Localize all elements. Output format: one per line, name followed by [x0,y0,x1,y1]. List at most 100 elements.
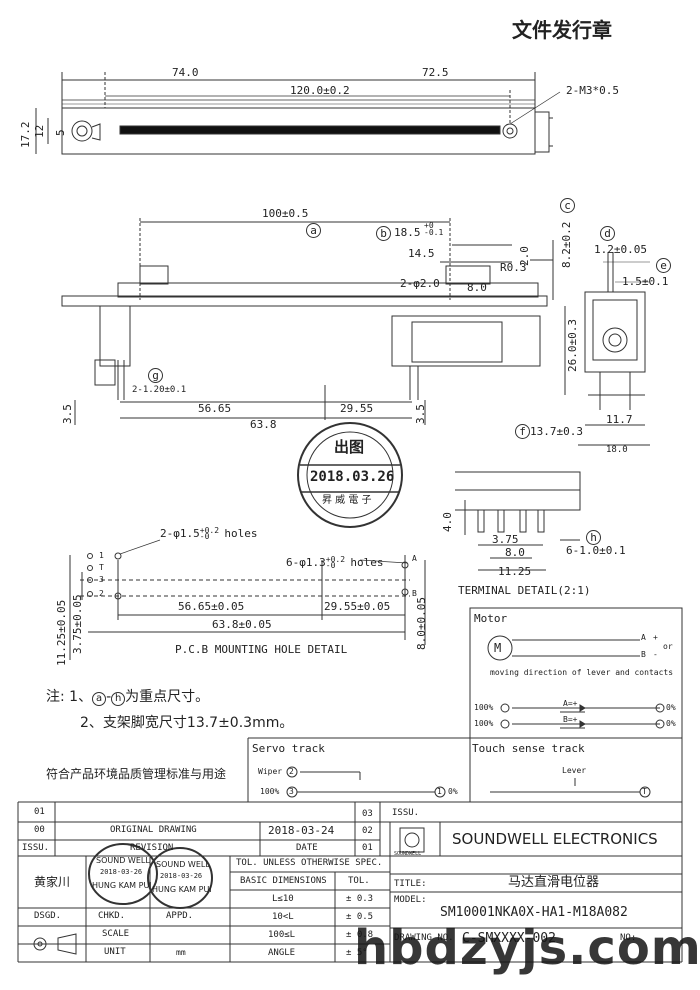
pcb-holes-2-tol: +0.2 -0 [199,526,220,541]
rev-03: 03 [362,809,373,819]
dim-1-2: 1.2±0.05 [594,243,647,256]
touch-terminal: T [642,787,647,796]
dim-18: 18.0 [606,445,628,455]
release-stamp-date: 2018.03.26 [310,469,395,485]
motor-row2-mid: B=+ [563,715,578,724]
dim-29-55: 29.55 [340,402,374,415]
term-dim-3-75: 3.75 [492,533,519,546]
pcb-holes-2-label: 2-φ1.5 [160,527,200,540]
mark-f: f [515,424,530,439]
stamp1-top: SOUND WELL [96,856,150,865]
stamp1-date: 2018-03-26 [100,868,143,876]
dim-r0-3: R0.3 [500,261,527,274]
release-stamp-company: 昇 威 電 子 [322,495,372,506]
stamp2-date: 2018-03-26 [160,872,203,880]
pcb-pin-a: A [412,554,417,563]
pcb-holes-6-suffix: holes [350,556,384,569]
dim-8-0: 8.0 [467,281,487,294]
servo-100: 100% [260,787,280,796]
dim-m3: 2-M3*0.5 [566,84,619,97]
date-label: DATE [296,843,318,853]
issu-left: ISSU. [22,843,50,853]
dsgd-label: DSGD. [34,911,62,921]
pcb-holes-2-suffix: holes [224,527,258,540]
title-value: 马达直滑电位器 [508,875,600,890]
no-label: NO: [620,933,637,943]
motor-row1-mid: A=+ [563,699,578,708]
note-1-mark-a: a [92,692,107,706]
logo-small-text: SOUNDWELL [394,851,422,857]
pcb-holes-6-label: 6-φ1.3 [286,556,326,569]
dim-18-5: 18.5 [394,226,421,239]
servo-left-num: 3 [289,787,294,796]
tol-r4-val: ± 5° [346,948,368,958]
term-dim-6-pins: 6-1.0±0.1 [566,544,626,557]
mark-c: c [560,198,575,213]
revision-label: REVISION [130,843,174,853]
original-date: 2018-03-24 [268,824,335,837]
pcb-dim-8: 8.0±0.05 [415,597,428,650]
term-dim-8: 8.0 [505,546,525,559]
dim-56-65: 56.65 [198,402,232,415]
servo-title: Servo track [252,742,325,755]
motor-title: Motor [474,612,508,625]
pcb-holes-2: 2-φ1.5+0.2 -0 holes [160,526,258,541]
servo-wiper-num: 2 [289,767,294,776]
motor-row1-left: 100% [474,703,494,712]
motor-symbol: M [494,641,502,655]
dim-13-7: 13.7±0.3 [530,425,583,438]
dim-63-8: 63.8 [250,418,277,431]
rev-01-left: 01 [34,807,45,817]
dim-17-2: 17.2 [19,121,32,149]
tol-r4-dim: ANGLE [268,948,296,958]
note-1-prefix: 注: 1、 [46,689,93,705]
drawing-no-label: DRAWING NO. [394,933,454,943]
tol-r1-val: ± 0.3 [346,894,374,904]
tol-r3-val: ± 0.8 [346,930,374,940]
original-drawing: ORIGINAL DRAWING [110,825,197,835]
dim-120: 120.0±0.2 [290,84,350,97]
dim-1-5: 1.5±0.1 [622,275,669,288]
compliance-note: 符合产品环境品质管理标准与用途 [46,767,227,781]
appd-label: APPD. [166,911,194,921]
dim-100: 100±0.5 [262,207,309,220]
pcb-pin-1: 1 [99,551,104,560]
pcb-dim-29-55: 29.55±0.05 [324,600,391,613]
stamp1-bottom: HUNG KAM PUI [92,881,152,890]
pcb-dim-3-75: 3.75±0.05 [71,594,84,654]
term-dim-4: 4.0 [441,512,454,532]
mark-d: d [600,226,615,241]
touch-title: Touch sense track [472,742,585,755]
rev-00-left: 00 [34,825,45,835]
motor-plus: + [653,633,658,642]
motor-caption: moving direction of lever and contacts [490,668,674,677]
motor-a: A [641,633,646,642]
servo-0: 0% [448,787,458,796]
pcb-holes-6: 6-φ1.3+0.2 -0 holes [286,556,384,570]
pcb-pin-3: 3 [99,575,104,584]
pcb-dim-11-25: 11.25±0.05 [55,599,68,666]
servo-wiper: Wiper [258,767,283,776]
pcb-pin-t: T [99,563,104,572]
scale-label: SCALE [102,929,130,939]
motor-b: B [641,650,646,659]
company-name: SOUNDWELL ELECTRONICS [452,830,658,848]
mark-b: b [376,226,391,241]
drawing-no-value: C-SMXXXX-002 [462,931,556,946]
note-2: 2、支架脚宽尺寸13.7±0.3mm。 [80,715,294,731]
basic-dims-label: BASIC DIMENSIONS [240,876,327,886]
tol-title: TOL. UNLESS OTHERWISE SPEC. [236,858,383,868]
mark-g: g [148,368,163,383]
motor-or: or [663,642,673,651]
dim-14-5: 14.5 [408,247,435,260]
pcb-pin-b: B [412,589,417,598]
mark-e: e [656,258,671,273]
stamp2-bottom: HUNG KAM PUI [152,885,212,894]
mark-h: h [586,530,601,545]
tol-r3-dim: 100≤L [268,930,296,940]
dim-5: 5 [54,129,67,136]
dim-3-5-left: 3.5 [61,404,74,424]
pcb-dim-63-8: 63.8±0.05 [212,618,272,631]
motor-row1-right: 0% [666,703,676,712]
